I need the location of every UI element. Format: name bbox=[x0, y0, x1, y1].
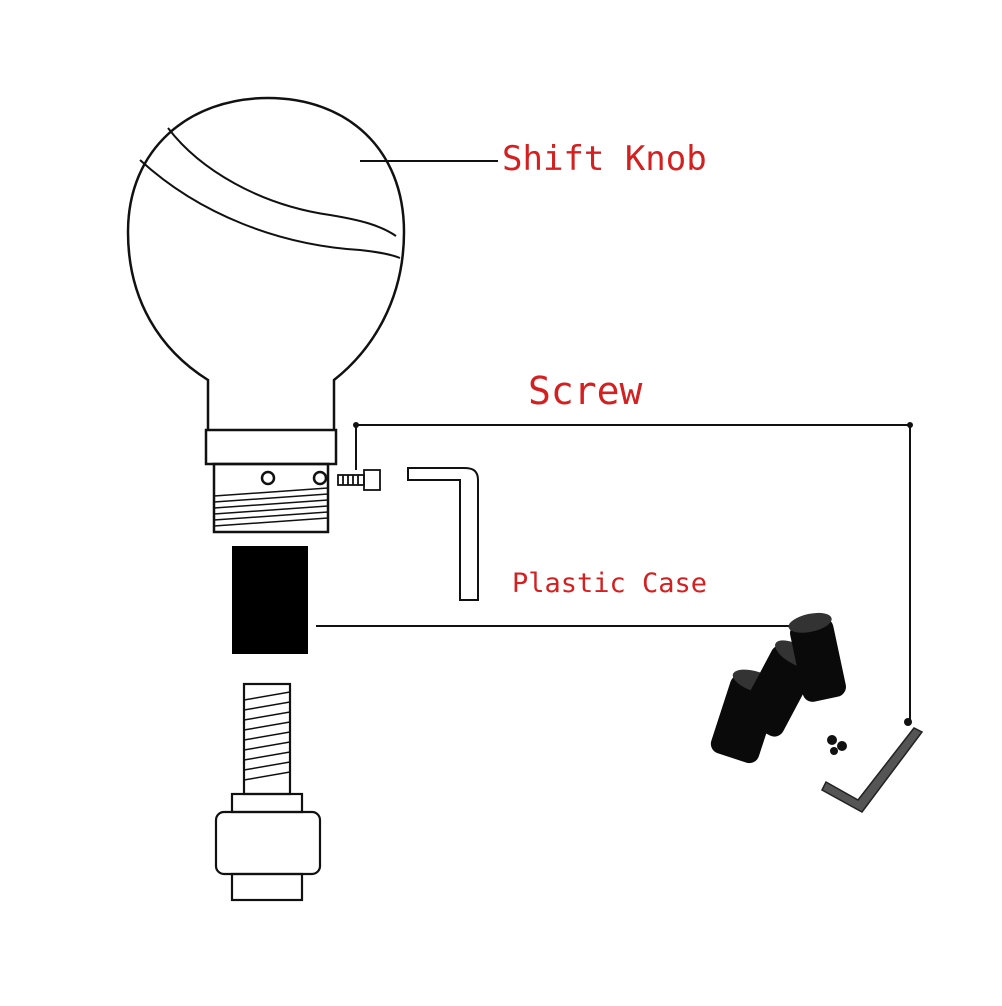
set-screw-shank bbox=[337, 474, 365, 486]
threaded-insert bbox=[212, 462, 330, 534]
shift-knob-drawing bbox=[126, 96, 406, 534]
adapter-bolt bbox=[214, 682, 322, 902]
label-shift-knob: Shift Knob bbox=[502, 139, 707, 179]
knob-body-outline bbox=[126, 96, 406, 430]
knob-stripe-upper bbox=[167, 127, 397, 237]
set-screw-head bbox=[363, 469, 381, 491]
adapter-base bbox=[230, 872, 304, 902]
small-screw-4 bbox=[904, 718, 912, 726]
adapter-rod-threads bbox=[243, 691, 291, 781]
small-screw-1 bbox=[827, 735, 837, 745]
adapter-washer bbox=[230, 792, 304, 814]
plastic-case-block bbox=[232, 546, 308, 654]
label-plastic-case: Plastic Case bbox=[512, 568, 708, 599]
adapter-nut bbox=[214, 810, 322, 876]
screw-bracket-line bbox=[355, 424, 911, 722]
black-sleeves bbox=[710, 612, 846, 764]
small-screw-2 bbox=[837, 741, 847, 751]
insert-hole-right bbox=[312, 470, 328, 486]
label-screw: Screw bbox=[528, 369, 643, 413]
insert-threads bbox=[213, 487, 329, 527]
small-screw-3 bbox=[830, 747, 838, 755]
screw-bracket-dot-right bbox=[907, 422, 913, 428]
set-screw bbox=[337, 469, 381, 491]
hex-key-outline bbox=[407, 467, 479, 601]
screw-bracket-dot-left bbox=[353, 422, 359, 428]
sleeve-3 bbox=[788, 612, 846, 702]
insert-hole-left bbox=[260, 470, 276, 486]
photo-hex-key bbox=[821, 727, 924, 813]
knob-collar bbox=[204, 428, 338, 466]
knob-stripe-lower bbox=[139, 159, 401, 259]
